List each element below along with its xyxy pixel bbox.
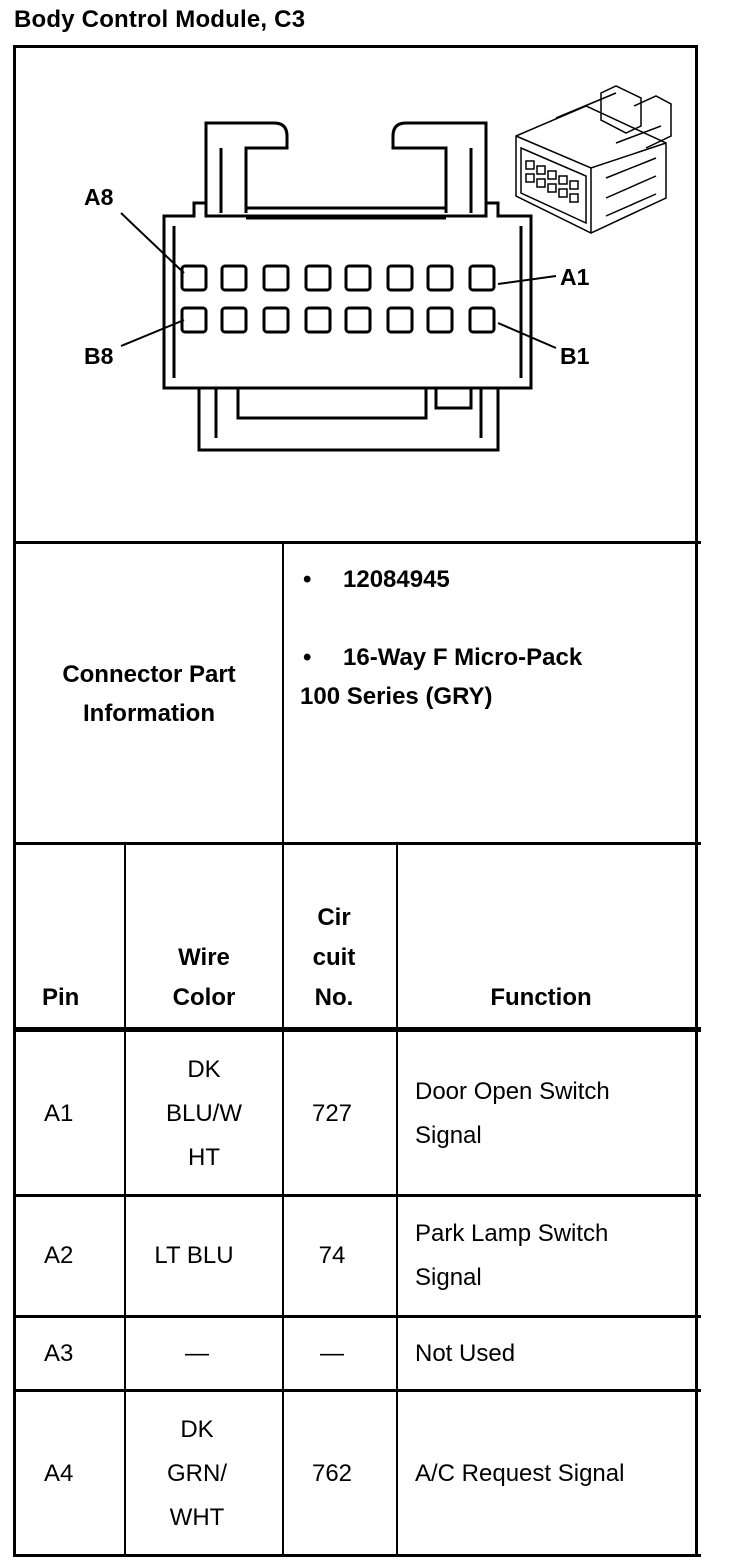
table-row-a3-circuit: — — [320, 1340, 344, 1367]
bullet: • — [303, 566, 312, 593]
row-divider-1 — [13, 1194, 701, 1197]
header-wire-line1: Wire — [178, 944, 230, 971]
table-row-a3-function: Not Used — [415, 1340, 516, 1367]
table-row-a4-circuit: 762 — [311, 1460, 353, 1487]
description-item: • 16-Way F Micro-Pack — [300, 638, 690, 677]
bullet: • — [303, 644, 312, 671]
header-circuit-line2: cuit — [312, 944, 356, 971]
connector-info-label: Connector Part Information — [16, 545, 282, 842]
pin-label-a8: A8 — [84, 184, 114, 210]
page-title: Body Control Module, C3 — [14, 6, 306, 33]
table-row-a2-wire: LT BLU — [154, 1242, 234, 1269]
table-row-a4-pin: A4 — [44, 1460, 74, 1487]
pin-label-b1: B1 — [560, 343, 590, 369]
pin-label-b8: B8 — [84, 343, 114, 369]
header-pin-label: Pin — [42, 984, 80, 1011]
table-bottom-border — [13, 1554, 701, 1557]
header-divider — [13, 1027, 701, 1032]
divider-info-bottom — [13, 842, 701, 845]
divider-diagram — [13, 541, 701, 544]
table-row-a4-function: A/C Request Signal — [415, 1460, 625, 1487]
table-row-a3-wire: — — [185, 1340, 209, 1367]
pin-label-a1: A1 — [560, 264, 590, 290]
description-line2: 100 Series (GRY) — [300, 683, 493, 710]
header-wire-color: Wire Color — [126, 938, 282, 1018]
row-divider-2 — [13, 1315, 701, 1318]
header-circuit: Cir cuit No. — [284, 898, 384, 1018]
table-row-a1-pin: A1 — [44, 1099, 74, 1127]
col-divider-1 — [124, 842, 126, 1557]
connector-info-label-line1: Connector Part — [62, 660, 236, 688]
connector-diagram: A8 A1 B8 B1 — [84, 85, 672, 452]
table-row-a4-wire: DK GRN/ WHT — [167, 1416, 227, 1531]
table-row-a2-circuit: 74 — [318, 1242, 346, 1269]
document-frame — [13, 45, 698, 1557]
table-row-a1-circuit: 727 — [311, 1099, 353, 1127]
divider-info — [282, 541, 284, 843]
header-function: Function — [398, 978, 684, 1018]
header-wire-line2: Color — [172, 984, 236, 1011]
part-number-item: • 12084945 — [300, 560, 690, 599]
header-pin: Pin — [16, 978, 136, 1018]
table-row-a2-function: Park Lamp Switch Signal — [415, 1220, 609, 1291]
header-function-label: Function — [490, 984, 592, 1011]
row-divider-3 — [13, 1389, 701, 1392]
header-circuit-line3: No. — [314, 984, 354, 1011]
table-row-a3-pin: A3 — [44, 1340, 74, 1367]
col-divider-3 — [396, 842, 398, 1557]
description-line1: 16-Way F Micro-Pack — [343, 644, 583, 671]
col-divider-2 — [282, 842, 284, 1557]
table-row-a1-wire: DK BLU/W HT — [165, 1055, 242, 1171]
connector-info-label-line2: Information — [82, 699, 215, 727]
header-circuit-line1: Cir — [317, 904, 351, 931]
part-number: 12084945 — [343, 566, 450, 593]
connector-info-body: • 12084945 • 16-Way F Micro-Pack 100 Ser… — [300, 560, 690, 716]
table-row-a2-pin: A2 — [44, 1242, 74, 1269]
connector-isometric-view — [515, 85, 672, 234]
table-row-a1-function: Door Open Switch Signal — [415, 1077, 610, 1149]
